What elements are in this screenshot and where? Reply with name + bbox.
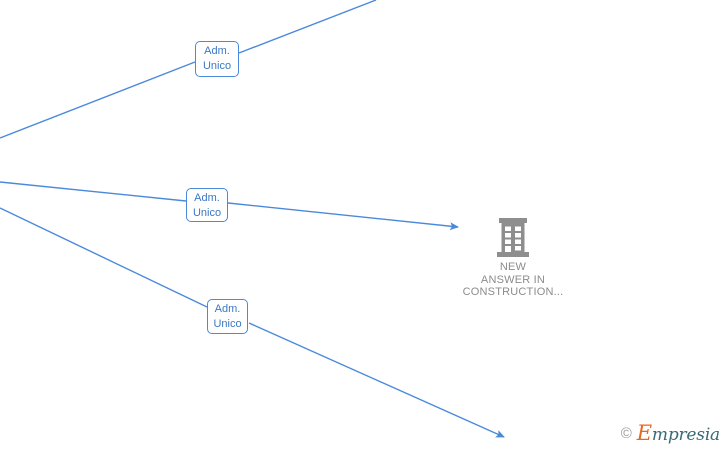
node-label-line2: Unico — [192, 207, 222, 219]
company-caption: NEW ANSWER IN CONSTRUCTION... — [433, 261, 593, 299]
node-adm-unico-top[interactable]: Adm. Unico — [195, 41, 239, 77]
brand-initial: E — [636, 421, 652, 445]
edge-top-node-to-top-edge — [238, 0, 377, 54]
edge-left-to-bottom-node — [0, 207, 208, 308]
node-label-line1: Adm. — [194, 192, 220, 204]
edge-left-to-middle-node — [0, 181, 187, 202]
empresia-watermark: © Empresia — [621, 423, 720, 444]
edge-bottom-node-to-bottom-right — [248, 322, 505, 438]
office-building-icon — [497, 218, 529, 257]
brand-rest: mpresia — [651, 425, 720, 445]
copyright-icon: © — [620, 425, 632, 442]
company-caption-line3: CONSTRUCTION... — [462, 286, 564, 298]
node-adm-unico-bottom[interactable]: Adm. Unico — [207, 299, 248, 334]
node-label-line2: Unico — [213, 318, 242, 330]
edge-middle-node-to-company — [227, 202, 459, 231]
node-label-line2: Unico — [202, 60, 232, 72]
node-adm-unico-middle[interactable]: Adm. Unico — [186, 188, 228, 222]
brand-logo-text: Empresia — [637, 423, 720, 444]
company-caption-line2: ANSWER IN — [480, 273, 546, 286]
node-label-line1: Adm. — [204, 45, 230, 57]
company-caption-line1: NEW — [499, 261, 527, 273]
edge-left-to-top-node — [0, 61, 196, 139]
company-node[interactable]: NEW ANSWER IN CONSTRUCTION... — [433, 218, 593, 299]
node-label-line1: Adm. — [214, 303, 241, 315]
